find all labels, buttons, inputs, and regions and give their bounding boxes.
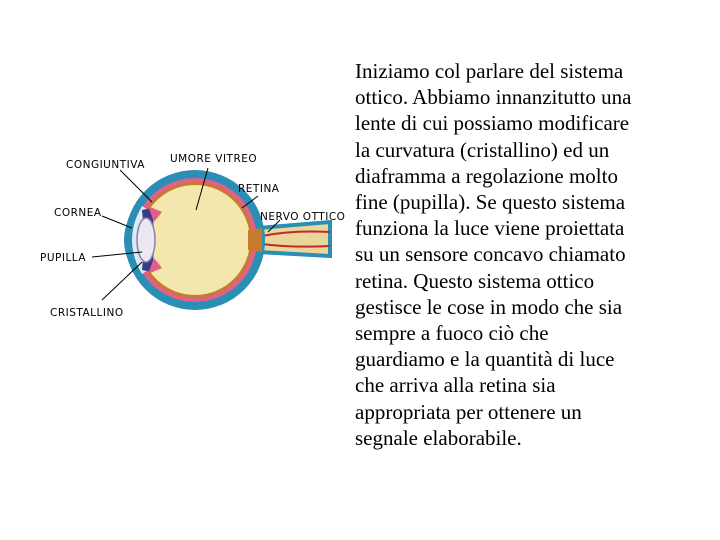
- vitreous-body: [140, 185, 250, 295]
- nerve-head: [248, 228, 262, 252]
- label-retina: RETINA: [238, 183, 280, 195]
- explanation-text: Iniziamo col parlare del sistema ottico.…: [355, 58, 685, 451]
- leader-congiuntiva: [120, 170, 152, 202]
- label-cristallino: CRISTALLINO: [50, 307, 124, 319]
- label-umore-vitreo: UMORE VITREO: [170, 153, 257, 165]
- label-cornea: CORNEA: [54, 207, 102, 219]
- eye-anatomy-diagram: CONGIUNTIVA UMORE VITREO RETINA CORNEA N…: [30, 140, 350, 340]
- crystalline-lens: [137, 218, 155, 262]
- leader-cristallino: [102, 262, 142, 300]
- label-pupilla: PUPILLA: [40, 252, 86, 264]
- label-nervo-ottico: NERVO OTTICO: [260, 211, 345, 223]
- optic-nerve: [258, 222, 330, 256]
- label-congiuntiva: CONGIUNTIVA: [66, 159, 145, 171]
